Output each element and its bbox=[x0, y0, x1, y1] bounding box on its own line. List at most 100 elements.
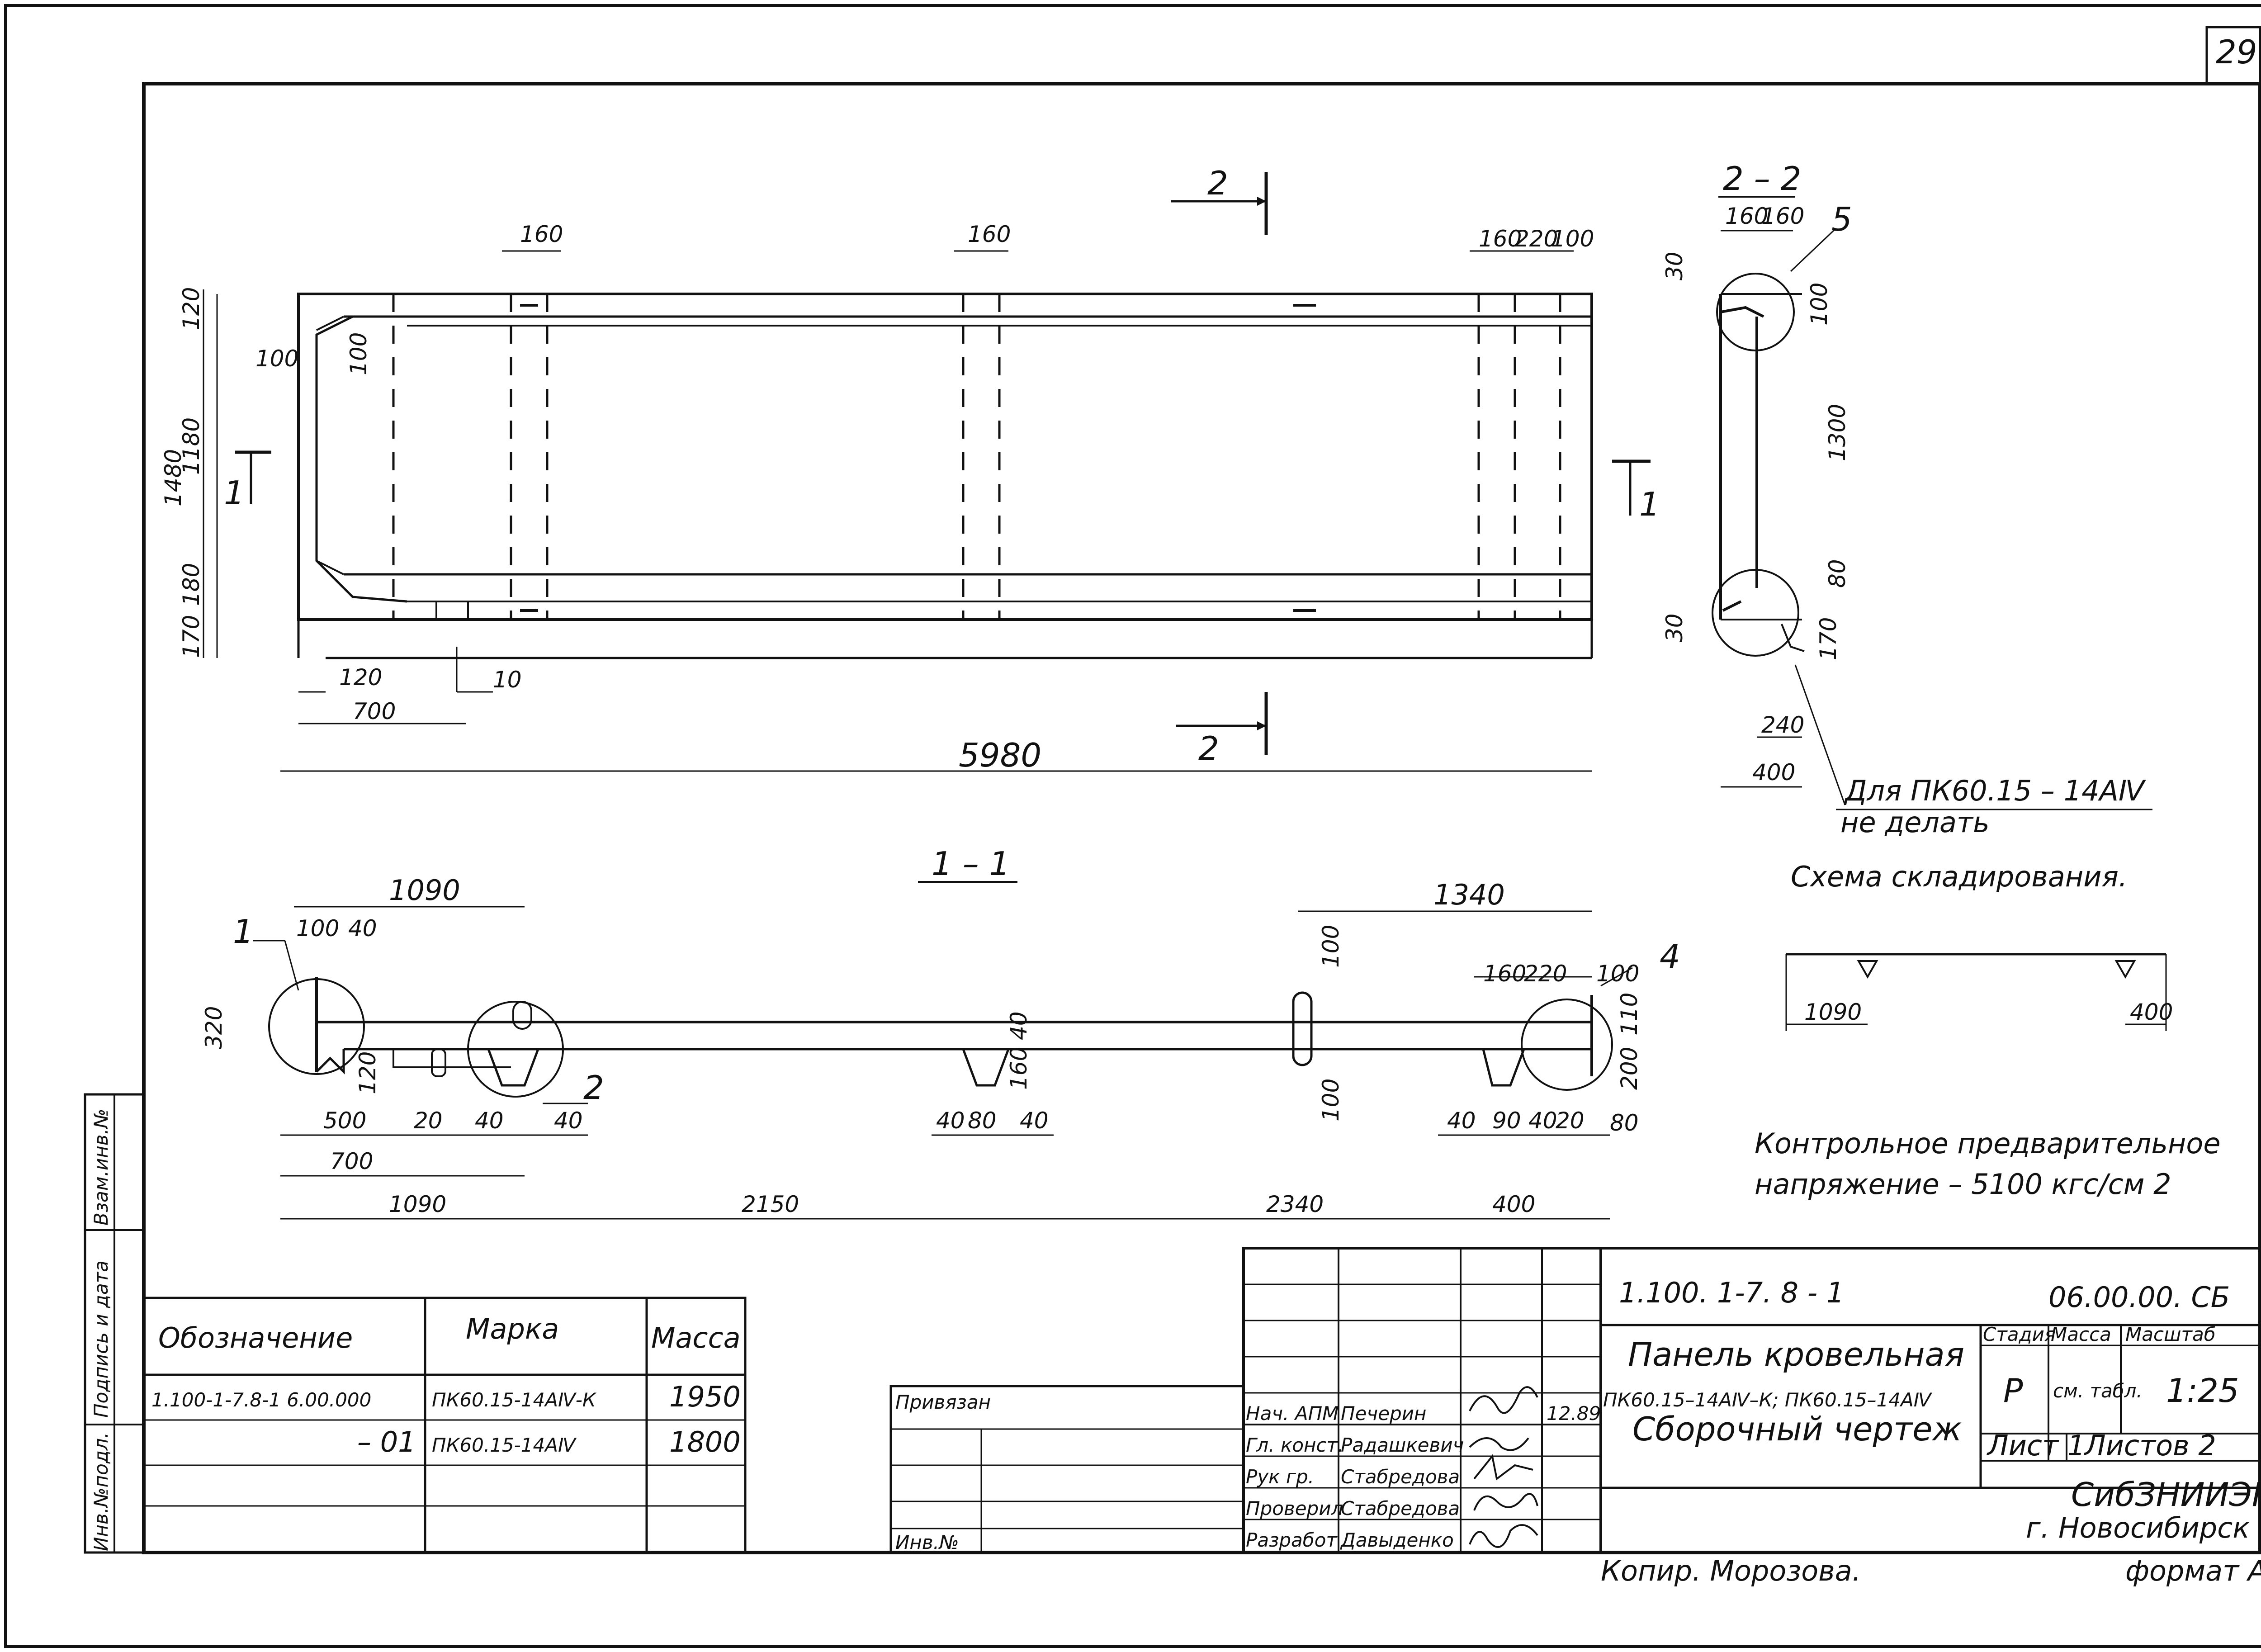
s11-dim-160-side: 160 bbox=[1006, 1047, 1032, 1090]
privyazan-box: Привязан Инв.№ bbox=[889, 1385, 1245, 1554]
spec-row2-mark: ПК60.15-14АⅣ bbox=[432, 1434, 577, 1456]
s11-dim-2340: 2340 bbox=[1266, 1191, 1324, 1217]
left-stamp-strip: Инв.№подл. Подпись и дата Взам.инв.№ bbox=[84, 1093, 145, 1554]
tb-role-2: Гл. конст. bbox=[1246, 1434, 1343, 1456]
s22-note-line1: Для ПК60.15 – 14АⅣ bbox=[1844, 774, 2146, 807]
tb-name-1: Печерин bbox=[1341, 1402, 1427, 1425]
plan-dim-100: 100 bbox=[1551, 226, 1594, 252]
spec-row2-mass: 1800 bbox=[669, 1425, 741, 1458]
section-1-1-title: 1 – 1 bbox=[932, 845, 1010, 883]
storage-title: Схема складирования. bbox=[1791, 860, 2128, 893]
s11-dim-20-b: 20 bbox=[1556, 1108, 1585, 1134]
privyazan-label: Привязан bbox=[895, 1391, 991, 1413]
plan-dim-1480: 1480 bbox=[160, 449, 186, 506]
note-line1: Контрольное предварительное bbox=[1755, 1127, 2221, 1160]
signature-4 bbox=[1473, 1493, 1538, 1511]
s22-callout-5: 5 bbox=[1831, 200, 1852, 238]
s22-dim-170: 170 bbox=[1815, 617, 1841, 660]
s11-dim-40-b: 40 bbox=[554, 1108, 583, 1134]
plan-dim-700: 700 bbox=[353, 698, 396, 724]
tb-role-5: Разработ bbox=[1246, 1529, 1338, 1551]
plan-dim-180: 180 bbox=[178, 563, 204, 606]
section-2-mark-bottom: 2 bbox=[1198, 729, 1219, 767]
tb-date: 12.89 bbox=[1547, 1402, 1601, 1425]
plan-dim-220: 220 bbox=[1515, 226, 1558, 252]
s22-note-line2: не делать bbox=[1840, 806, 1990, 839]
tb-name-5: Давыденко bbox=[1340, 1529, 1454, 1551]
plan-dim-160-a: 160 bbox=[520, 221, 563, 247]
plan-dim-5980: 5980 bbox=[959, 736, 1041, 774]
s11-dim-40-top: 40 bbox=[348, 915, 377, 942]
vzam-label: Взам.инв.№ bbox=[90, 1109, 112, 1226]
s22-dim-240: 240 bbox=[1761, 712, 1804, 738]
tb-scale-header: Масштаб bbox=[2125, 1323, 2216, 1345]
spec-row2-code: – 01 bbox=[357, 1425, 416, 1458]
s11-dim-160-top: 160 bbox=[1483, 961, 1526, 987]
s11-dim-100-a: 100 bbox=[1318, 925, 1344, 968]
s11-dim-320: 320 bbox=[201, 1006, 227, 1049]
plan-dim-170: 170 bbox=[178, 615, 204, 658]
s22-dim-160-b: 160 bbox=[1761, 203, 1804, 229]
section-2-2-title: 2 – 2 bbox=[1723, 160, 1801, 198]
s22-dim-160-a: 160 bbox=[1725, 203, 1768, 229]
s11-dim-220-top: 220 bbox=[1524, 961, 1567, 987]
s11-dim-40-side: 40 bbox=[1006, 1011, 1032, 1040]
storage-dim-400: 400 bbox=[2130, 999, 2173, 1025]
s11-callout-2: 2 bbox=[583, 1069, 604, 1107]
s11-dim-110: 110 bbox=[1616, 993, 1642, 1036]
spec-header-massa: Масса bbox=[651, 1321, 741, 1354]
s11-dim-400: 400 bbox=[1492, 1191, 1535, 1217]
s11-dim-90: 90 bbox=[1492, 1108, 1521, 1134]
spec-row1-mass: 1950 bbox=[669, 1380, 741, 1413]
section-1-mark-left: 1 bbox=[224, 474, 245, 512]
storage-scheme: Схема складирования. 1090 400 bbox=[1785, 860, 2173, 1031]
tb-role-3: Рук гр. bbox=[1246, 1466, 1314, 1488]
s11-dim-1340: 1340 bbox=[1433, 878, 1505, 911]
inv-podl-label: Инв.№подл. bbox=[90, 1432, 112, 1551]
s11-dim-40-d: 40 bbox=[1020, 1108, 1049, 1134]
tb-name-line1: Панель кровельная bbox=[1628, 1335, 1964, 1373]
plan-dim-160-c: 160 bbox=[1479, 226, 1522, 252]
s22-dim-30-bottom: 30 bbox=[1661, 613, 1688, 642]
s11-callout-1: 1 bbox=[233, 913, 254, 951]
tb-sheet: Лист 1 bbox=[1987, 1429, 2085, 1462]
signature-1 bbox=[1469, 1386, 1538, 1414]
plan-dim-100-inner-a: 100 bbox=[255, 346, 298, 372]
s22-dim-80: 80 bbox=[1824, 559, 1850, 588]
storage-dim-1090: 1090 bbox=[1804, 999, 1862, 1025]
plan-dim-120-bottom: 120 bbox=[339, 664, 382, 691]
plan-view: 2 2 1 1 160 160 160 220 100 1480 120 118… bbox=[160, 164, 1660, 774]
sheet-number-box: 29 bbox=[2205, 26, 2261, 85]
plan-dim-1180: 1180 bbox=[178, 417, 204, 475]
tb-name-3: Стабредова bbox=[1341, 1466, 1460, 1488]
spec-table: Обозначение Марка Масса 1.100-1-7.8-1 6.… bbox=[142, 1297, 747, 1554]
sheet-number: 29 bbox=[2216, 33, 2257, 71]
spec-header-marka: Марка bbox=[466, 1312, 559, 1345]
note-line2: напряжение – 5100 кгс/см 2 bbox=[1755, 1168, 2171, 1201]
tb-name-2: Радашкевич bbox=[1341, 1434, 1464, 1456]
s11-dim-2150: 2150 bbox=[742, 1191, 799, 1217]
prestress-note: Контрольное предварительное напряжение –… bbox=[1755, 1127, 2221, 1201]
plan-dim-100-inner-b: 100 bbox=[345, 332, 372, 375]
s11-dim-120: 120 bbox=[355, 1051, 381, 1094]
s22-dim-30-top: 30 bbox=[1661, 251, 1688, 280]
s22-dim-1300: 1300 bbox=[1824, 404, 1850, 461]
spec-header-oboznachenie: Обозначение bbox=[158, 1321, 353, 1354]
tb-sheets: Листов 2 bbox=[2084, 1429, 2216, 1462]
tb-mass-header: Масса bbox=[2051, 1323, 2111, 1345]
copied-by: Копир. Морозова. bbox=[1601, 1554, 1861, 1587]
tb-doc-code: 06.00.00. СБ bbox=[2048, 1281, 2230, 1314]
s11-dim-80-right: 80 bbox=[1610, 1110, 1639, 1136]
section-2-2: 2 – 2 160 160 5 30 100 1300 80 30 170 24… bbox=[1661, 160, 2152, 839]
s11-dim-20: 20 bbox=[414, 1108, 443, 1134]
section-1-mark-right: 1 bbox=[1639, 485, 1660, 523]
s11-dim-40-c: 40 bbox=[936, 1108, 965, 1134]
tb-mass: см. табл. bbox=[2053, 1380, 2143, 1402]
tb-code: 1.100. 1-7. 8 - 1 bbox=[1619, 1276, 1844, 1309]
tb-role-1: Нач. АПМ bbox=[1246, 1402, 1339, 1425]
section-2-mark-top: 2 bbox=[1207, 164, 1228, 202]
s11-dim-80-mid: 80 bbox=[968, 1108, 997, 1134]
privyazan-inv-label: Инв.№ bbox=[895, 1531, 959, 1553]
signature-5 bbox=[1469, 1524, 1538, 1548]
